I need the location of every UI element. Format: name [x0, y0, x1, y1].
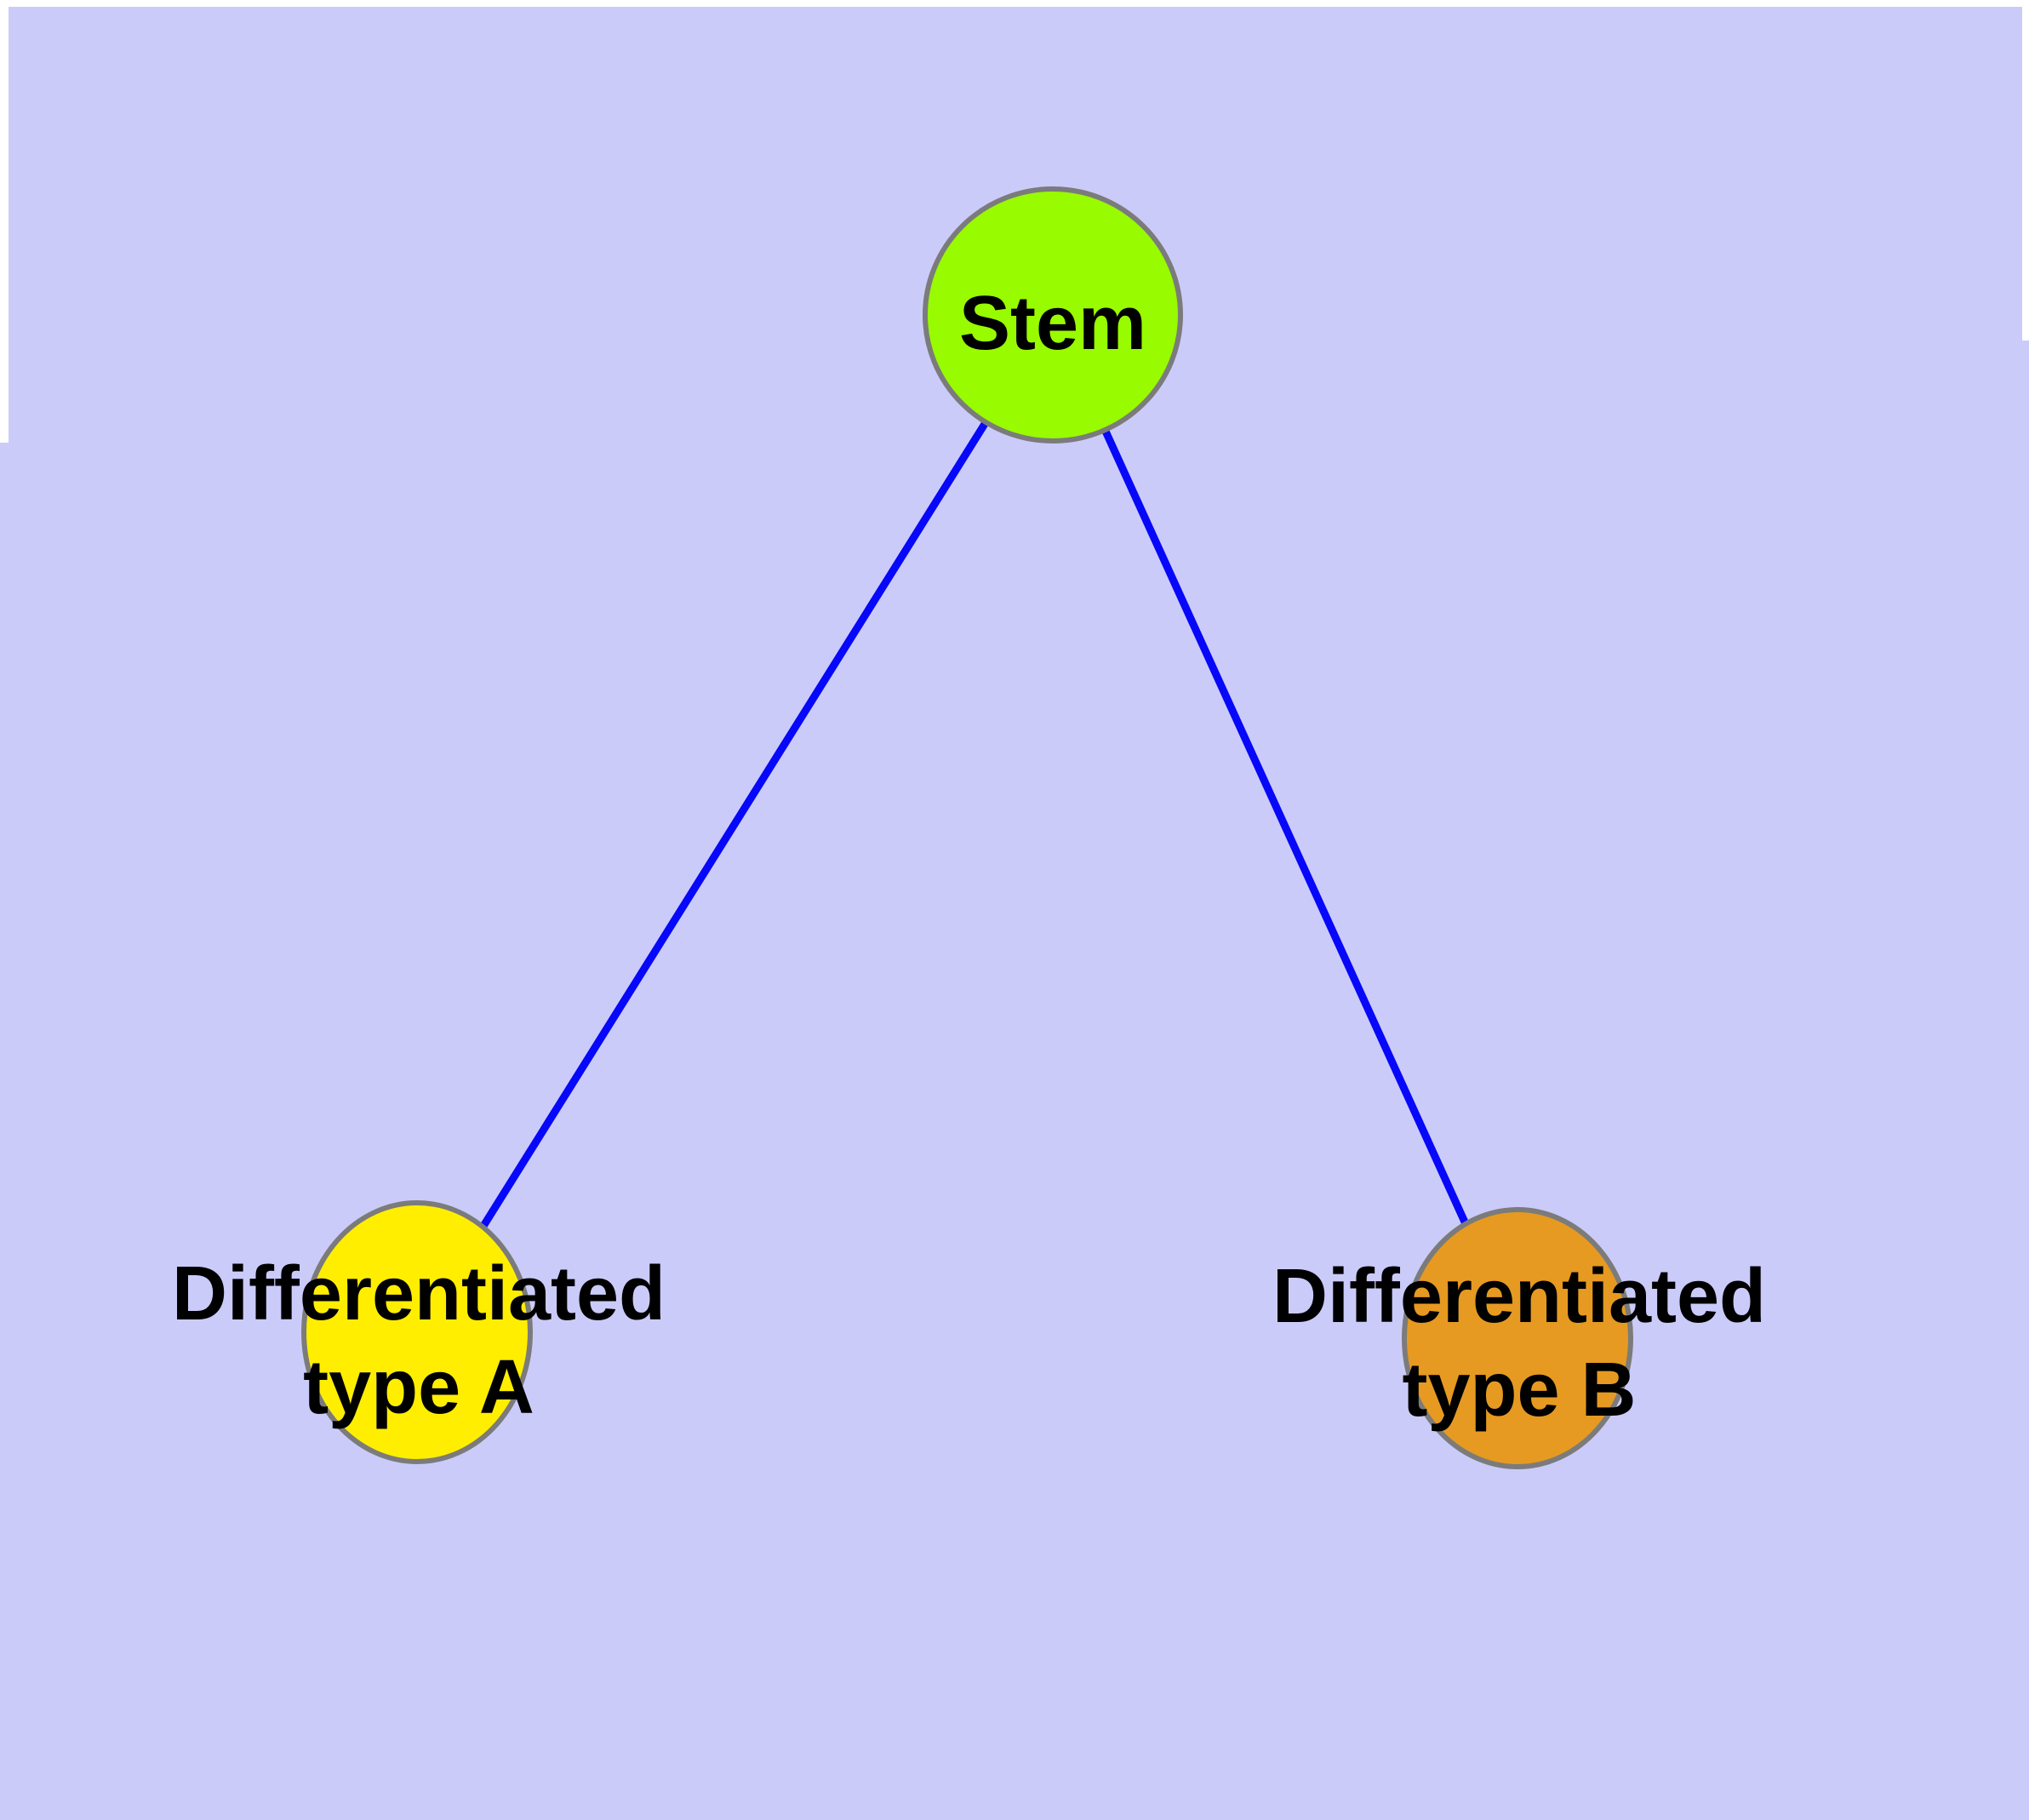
type-a-node[interactable]	[301, 1200, 533, 1464]
stem-node-label: Stem	[959, 281, 1146, 366]
type-b-node[interactable]	[1402, 1207, 1633, 1469]
window-edge-right	[2022, 0, 2029, 341]
type-a-node-label-line2: type A	[303, 1345, 534, 1430]
stem-node[interactable]	[923, 186, 1183, 444]
type-b-node-label-line2: type B	[1402, 1348, 1636, 1433]
edge-stem-to-type-a[interactable]	[414, 312, 1056, 1335]
window-edge-top	[0, 0, 2029, 7]
edge-stem-to-type-b[interactable]	[1049, 313, 1522, 1340]
type-b-node-label-line1: Differentiated	[1272, 1254, 1766, 1339]
type-a-node-label-line1: Differentiated	[172, 1251, 666, 1336]
window-edge-left	[0, 0, 9, 443]
